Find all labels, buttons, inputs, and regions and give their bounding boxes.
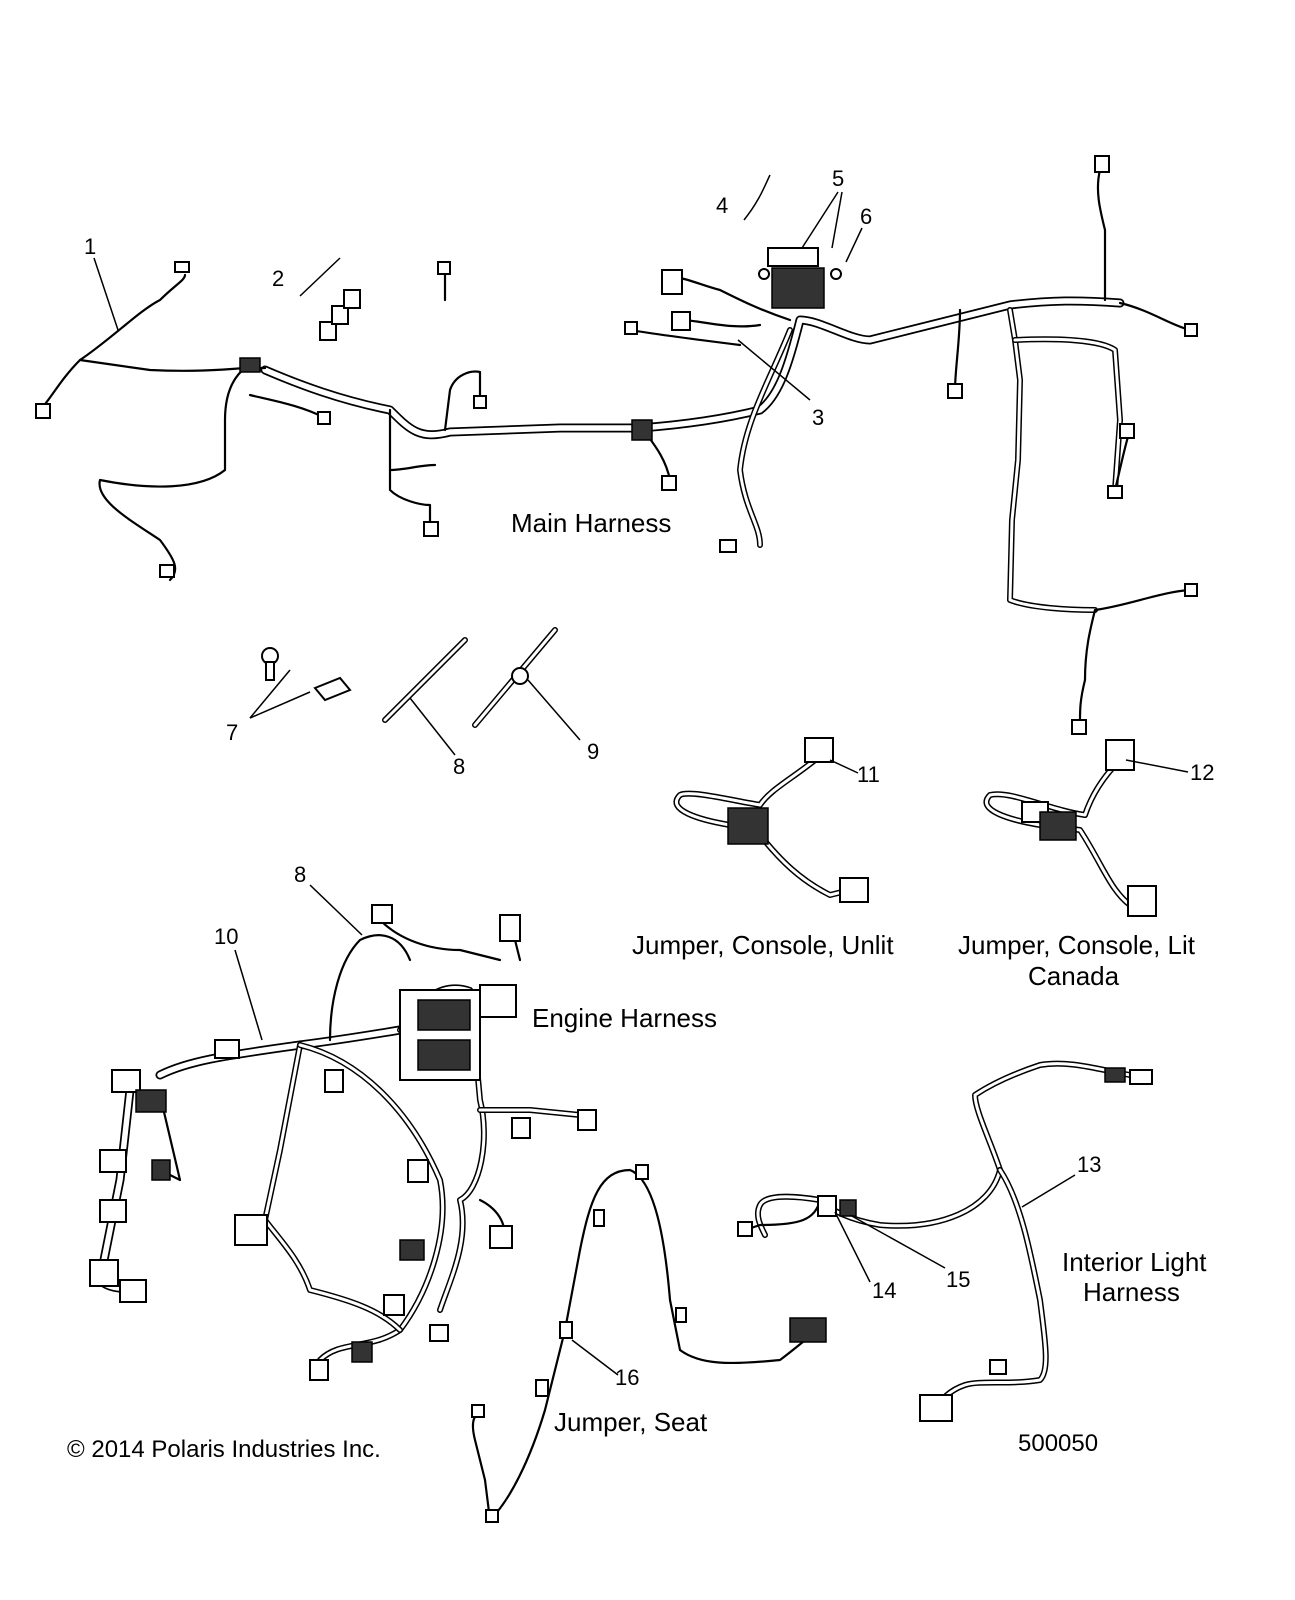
label-interior-light: Interior Light — [1062, 1247, 1207, 1277]
main-harness-drawing — [35, 155, 1198, 735]
callout-numbers: 1 2 3 4 5 6 7 8 8 9 10 11 12 13 14 15 16 — [84, 166, 1214, 1390]
callout-5: 5 — [832, 166, 844, 191]
label-jumper-seat: Jumper, Seat — [554, 1407, 708, 1437]
label-engine-harness: Engine Harness — [532, 1003, 717, 1033]
callout-2: 2 — [272, 266, 284, 291]
jumper-seat-drawing — [471, 1164, 827, 1523]
copyright-text: © 2014 Polaris Industries Inc. — [67, 1436, 381, 1463]
callout-9: 9 — [587, 739, 599, 764]
label-jumper-console-lit: Jumper, Console, Lit — [958, 930, 1196, 960]
engine-harness-drawing — [89, 884, 597, 1381]
footer: © 2014 Polaris Industries Inc. 500050 — [67, 1430, 1098, 1463]
callout-15: 15 — [946, 1267, 970, 1292]
callout-10: 10 — [214, 924, 238, 949]
callout-1: 1 — [84, 234, 96, 259]
callout-11: 11 — [857, 762, 880, 787]
callout-8-parts: 8 — [453, 754, 465, 779]
callout-13: 13 — [1077, 1152, 1101, 1177]
callout-12: 12 — [1190, 760, 1214, 785]
label-jumper-console-lit-canada: Canada — [1028, 961, 1120, 991]
callout-8-engine: 8 — [294, 862, 306, 887]
callout-14: 14 — [872, 1278, 896, 1303]
label-jumper-console-unlit: Jumper, Console, Unlit — [632, 930, 894, 960]
console-jumpers-drawing — [673, 737, 1189, 917]
label-interior-light-harness: Harness — [1083, 1277, 1180, 1307]
callout-16: 16 — [615, 1365, 639, 1390]
callout-3: 3 — [812, 405, 824, 430]
callout-4: 4 — [716, 193, 728, 218]
label-main-harness: Main Harness — [511, 508, 671, 538]
interior-light-harness-drawing — [737, 1060, 1153, 1422]
diagram-number: 500050 — [1018, 1430, 1098, 1457]
small-parts-drawing — [249, 627, 581, 756]
section-labels: Main Harness Engine Harness Jumper, Cons… — [511, 508, 1207, 1437]
callout-7: 7 — [226, 720, 238, 745]
callout-6: 6 — [860, 204, 872, 229]
